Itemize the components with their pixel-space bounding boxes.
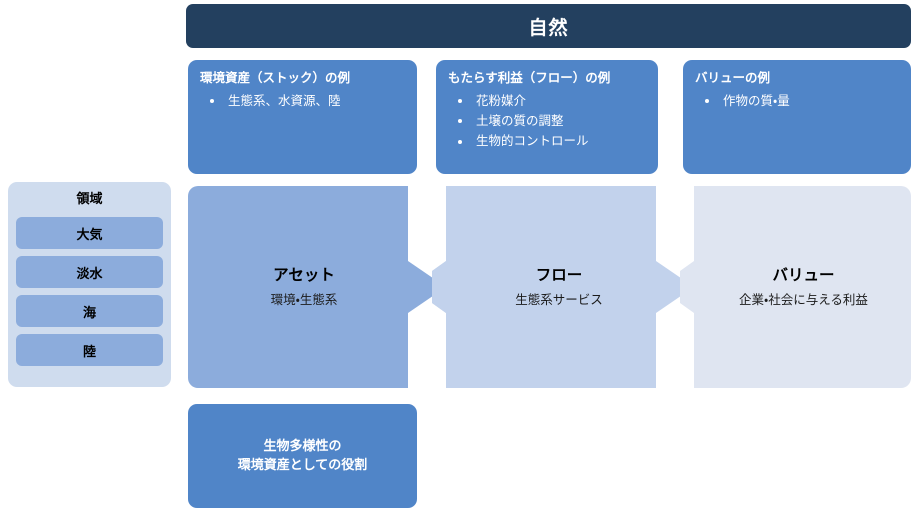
value-chevron: バリュー 企業・社会に与える利益 — [680, 186, 911, 388]
list-item-label: 生物的コントロール — [476, 134, 589, 149]
value-chevron-shape — [680, 186, 911, 388]
domain-item-air[interactable]: 大気 — [16, 217, 163, 249]
flow-examples-title: もたらす利益（フロー）の例 — [448, 71, 611, 85]
flow-chevron: フロー 生態系サービス — [432, 186, 694, 388]
list-item-label: 作物の質・量 — [723, 93, 790, 108]
list-item: 生態系、水資源、陸 — [206, 91, 405, 111]
bullet-dot-icon — [458, 119, 462, 124]
list-item-label: 花粉媒介 — [476, 93, 527, 108]
asset-examples-title: 環境資産（ストック）の例 — [200, 71, 351, 85]
asset-chevron: アセット 環境・生態系 — [188, 186, 446, 388]
nature-banner: 自然 — [186, 4, 911, 48]
flow-chevron-shape — [432, 186, 694, 388]
list-item-label: 生態系、水資源、陸 — [228, 93, 341, 108]
asset-examples-list: 生態系、水資源、陸 — [200, 91, 405, 111]
domain-item-label: 陸 — [82, 343, 96, 359]
bullet-dot-icon — [210, 99, 214, 103]
value-examples-card: バリューの例 作物の質・量 — [683, 60, 911, 174]
bullet-dot-icon — [458, 99, 462, 103]
domain-item-label: 海 — [82, 304, 96, 320]
list-item: 生物的コントロール — [454, 131, 646, 151]
domain-panel-header: 領域 — [76, 191, 103, 206]
bullet-dot-icon — [458, 139, 462, 144]
value-examples-title: バリューの例 — [695, 71, 771, 85]
list-item: 作物の質・量 — [701, 91, 899, 111]
domain-item-label: 淡水 — [76, 265, 103, 281]
bullet-dot-icon — [705, 99, 709, 103]
domain-item-land[interactable]: 陸 — [16, 334, 163, 366]
list-item-label: 土壌の質の調整 — [476, 114, 564, 129]
domain-item-ocean[interactable]: 海 — [16, 295, 163, 327]
domain-item-label: 大気 — [76, 226, 103, 242]
asset-chevron-shape — [188, 186, 446, 388]
asset-examples-card: 環境資産（ストック）の例 生態系、水資源、陸 — [188, 60, 417, 174]
list-item: 花粉媒介 — [454, 91, 646, 111]
banner-title: 自然 — [528, 17, 569, 39]
list-item: 土壌の質の調整 — [454, 111, 646, 131]
value-examples-list: 作物の質・量 — [695, 91, 899, 111]
flow-examples-list: 花粉媒介 土壌の質の調整 生物的コントロール — [448, 91, 646, 152]
domain-item-freshwater[interactable]: 淡水 — [16, 256, 163, 288]
domain-panel: 領域 大気 淡水 海 陸 — [8, 182, 171, 387]
biodiversity-role-card: 生物多様性の 環境資産としての役割 — [188, 404, 417, 508]
biodiversity-role-text: 生物多様性の 環境資産としての役割 — [237, 438, 368, 472]
flow-examples-card: もたらす利益（フロー）の例 花粉媒介 土壌の質の調整 生物的コントロール — [436, 60, 658, 174]
